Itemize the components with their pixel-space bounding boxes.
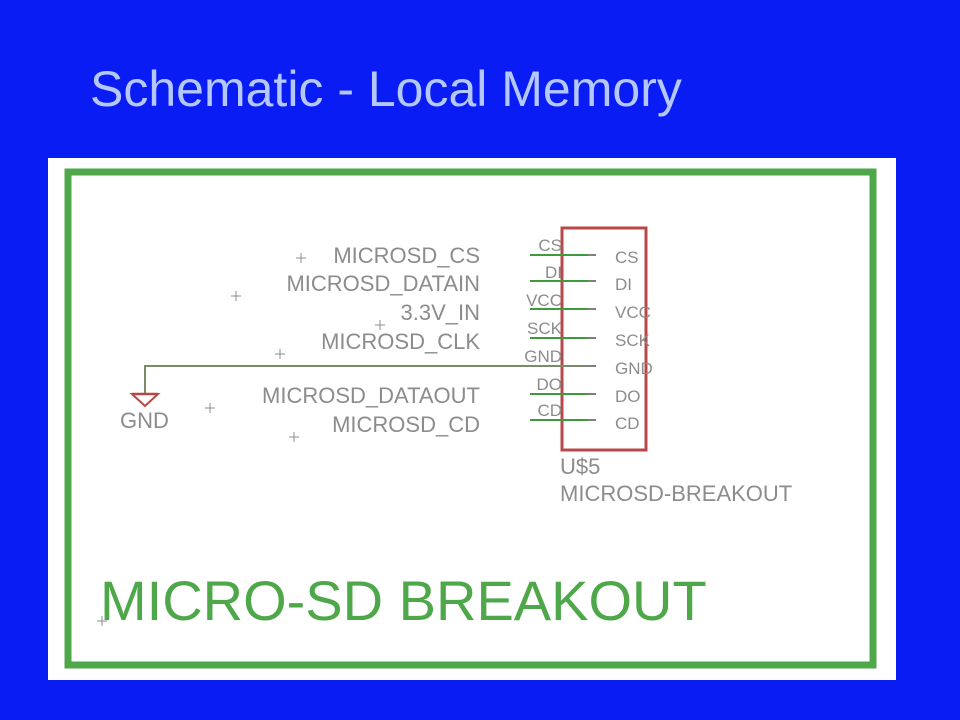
outer-pin-sck: SCK <box>527 319 563 338</box>
origin-cross-icon <box>296 253 306 263</box>
origin-cross-icon <box>231 291 241 301</box>
part-value: MICROSD-BREAKOUT <box>560 481 792 506</box>
outer-pin-cd: CD <box>537 401 562 420</box>
part-name: U$5 <box>560 454 600 479</box>
outer-pin-labels: CS DI VCC SCK GND DO CD <box>524 236 562 420</box>
net-label-microsd-dataout: MICROSD_DATAOUT <box>262 383 480 408</box>
inner-pin-labels: CS DI VCC SCK GND DO CD <box>615 248 653 433</box>
origin-cross-icon <box>375 320 385 330</box>
schematic-canvas: MICROSD_CS MICROSD_DATAIN 3.3V_IN MICROS… <box>64 168 877 669</box>
slide-title: Schematic - Local Memory <box>90 61 682 117</box>
gnd-wire <box>144 365 588 394</box>
net-labels: MICROSD_CS MICROSD_DATAIN 3.3V_IN MICROS… <box>262 243 480 437</box>
net-label-3v3-in: 3.3V_IN <box>401 300 481 325</box>
inner-pin-vcc: VCC <box>615 303 651 322</box>
schematic-sheet: MICROSD_CS MICROSD_DATAIN 3.3V_IN MICROS… <box>48 158 896 680</box>
origin-crosses <box>97 253 385 626</box>
inner-pin-sck: SCK <box>615 331 651 350</box>
pin-ends <box>588 254 596 421</box>
origin-cross-icon <box>289 432 299 442</box>
outer-pin-gnd: GND <box>524 347 562 366</box>
outer-pin-di: DI <box>545 263 562 282</box>
pin-stubs <box>530 254 588 421</box>
inner-pin-gnd: GND <box>615 359 653 378</box>
net-label-microsd-clk: MICROSD_CLK <box>321 329 480 354</box>
outer-pin-do: DO <box>537 375 563 394</box>
outer-pin-cs: CS <box>538 236 562 255</box>
origin-cross-icon <box>275 349 285 359</box>
net-label-microsd-cd: MICROSD_CD <box>332 412 480 437</box>
net-label-microsd-cs: MICROSD_CS <box>333 243 480 268</box>
gnd-label: GND <box>120 408 169 433</box>
gnd-symbol-icon <box>129 393 161 408</box>
frame-title: MICRO-SD BREAKOUT <box>100 569 707 632</box>
origin-cross-icon <box>97 616 107 626</box>
inner-pin-do: DO <box>615 387 641 406</box>
outer-pin-vcc: VCC <box>526 291 562 310</box>
sheet-frame <box>64 168 877 669</box>
inner-pin-di: DI <box>615 275 632 294</box>
inner-pin-cs: CS <box>615 248 639 267</box>
inner-pin-cd: CD <box>615 414 640 433</box>
net-label-microsd-datain: MICROSD_DATAIN <box>286 271 480 296</box>
origin-cross-icon <box>205 403 215 413</box>
